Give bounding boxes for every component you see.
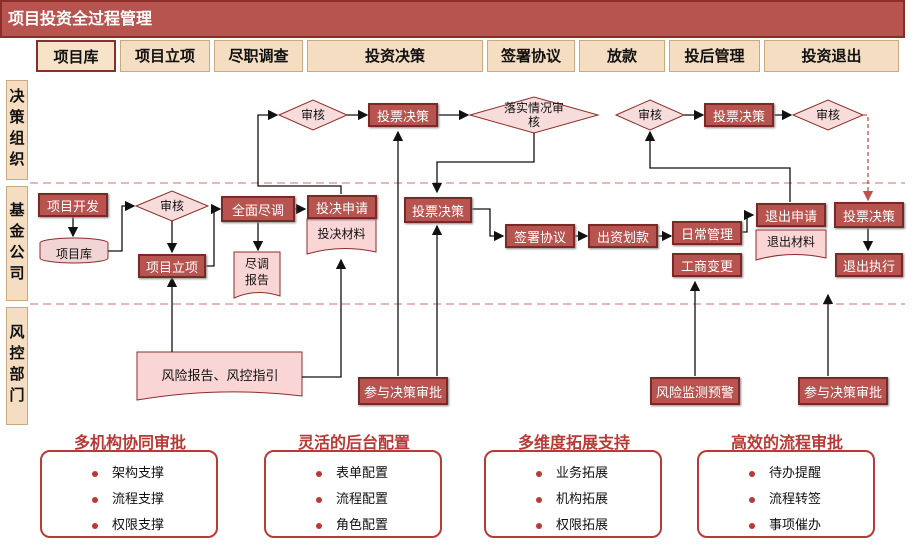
feature-item: 权限支撑 — [92, 514, 164, 533]
fund-dd-report[interactable]: 尽调报告 — [244, 257, 269, 287]
lane-fund: 基金公司 — [6, 186, 28, 301]
lane-risk: 风控部门 — [6, 307, 28, 425]
fund-daily-management[interactable]: 日常管理 — [672, 221, 742, 245]
fund-capital-transfer[interactable]: 出资划款 — [588, 224, 658, 248]
feature-title-1: 多机构协同审批 — [73, 433, 186, 452]
fund-full-due-diligence[interactable]: 全面尽调 — [221, 196, 295, 222]
phase-project-pool[interactable]: 项目库 — [36, 40, 116, 72]
feature-item: 事项催办 — [749, 514, 821, 533]
phase-approval[interactable]: 项目立项 — [120, 40, 210, 72]
decision-vote-1[interactable]: 投票决策 — [368, 103, 438, 127]
feature-title-2: 灵活的后台配置 — [297, 433, 410, 452]
feature-panel-3: 业务拓展 机构拓展 权限拓展 — [484, 450, 662, 538]
feature-item: 流程转签 — [749, 488, 821, 507]
fund-project-approval[interactable]: 项目立项 — [138, 254, 206, 278]
decision-review-1[interactable]: 审核 — [300, 108, 325, 122]
fund-exit-application[interactable]: 退出申请 — [756, 203, 826, 227]
phase-sign[interactable]: 签署协议 — [487, 40, 575, 72]
lane-decision: 决策组织 — [6, 80, 28, 180]
phase-post-investment[interactable]: 投后管理 — [669, 40, 760, 72]
feature-item: 流程配置 — [316, 488, 388, 507]
feature-item: 流程支撑 — [92, 488, 164, 507]
fund-exit-materials[interactable]: 退出材料 — [766, 234, 815, 249]
decision-review-4[interactable]: 审核 — [815, 108, 840, 122]
feature-title-3: 多维度拓展支持 — [517, 433, 630, 452]
feature-item: 表单配置 — [316, 462, 388, 481]
feature-item: 业务拓展 — [536, 462, 608, 481]
feature-item: 机构拓展 — [536, 488, 608, 507]
fund-review[interactable]: 审核 — [159, 199, 184, 213]
fund-decision-application[interactable]: 投决申请 — [307, 195, 377, 219]
feature-item: 角色配置 — [316, 514, 388, 533]
decision-implementation-review[interactable]: 落实情况审核 — [503, 101, 564, 129]
risk-join-decision-1[interactable]: 参与决策审批 — [358, 377, 448, 405]
feature-item: 权限拓展 — [536, 514, 608, 533]
feature-item: 架构支撑 — [92, 462, 164, 481]
fund-sign-agreement[interactable]: 签署协议 — [505, 224, 575, 248]
feature-panel-4: 待办提醒 流程转签 事项催办 — [697, 450, 875, 538]
fund-project-pool[interactable]: 项目库 — [55, 246, 92, 261]
risk-join-decision-2[interactable]: 参与决策审批 — [798, 377, 888, 405]
decision-vote-2[interactable]: 投票决策 — [704, 103, 774, 127]
diamond-review2 — [468, 96, 600, 134]
phase-due-diligence[interactable]: 尽职调查 — [214, 40, 303, 72]
feature-item: 待办提醒 — [749, 462, 821, 481]
fund-business-registration-change[interactable]: 工商变更 — [672, 253, 742, 277]
feature-panel-1: 架构支撑 流程支撑 权限支撑 — [40, 450, 218, 538]
fund-exit-execution[interactable]: 退出执行 — [835, 253, 903, 277]
phase-decision[interactable]: 投资决策 — [307, 40, 483, 72]
phase-loan[interactable]: 放款 — [579, 40, 665, 72]
diamond-fund-review — [134, 190, 210, 222]
feature-title-4: 高效的流程审批 — [730, 433, 843, 452]
page-title: 项目投资全过程管理 — [0, 0, 905, 38]
decision-review-3[interactable]: 审核 — [637, 108, 662, 122]
fund-vote[interactable]: 投票决策 — [404, 197, 472, 223]
fund-project-development[interactable]: 项目开发 — [38, 193, 108, 217]
risk-monitoring-alert[interactable]: 风险监测预警 — [650, 377, 740, 405]
risk-report-guidance[interactable]: 风险报告、风控指引 — [161, 368, 279, 384]
fund-decision-materials[interactable]: 投决材料 — [317, 226, 366, 241]
fund-exit-vote[interactable]: 投票决策 — [834, 202, 904, 228]
phase-exit[interactable]: 投资退出 — [764, 40, 899, 72]
feature-panel-2: 表单配置 流程配置 角色配置 — [264, 450, 442, 538]
